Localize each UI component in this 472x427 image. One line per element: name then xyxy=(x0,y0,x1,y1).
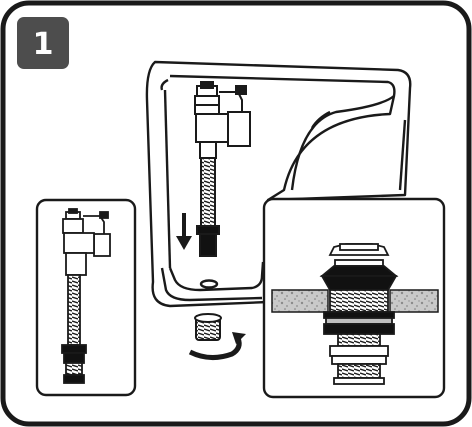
fill-valve-in-tank xyxy=(194,81,251,257)
step-badge: 1 xyxy=(17,17,69,69)
inset-seal-detail xyxy=(262,197,446,399)
step-number: 1 xyxy=(33,27,54,62)
lock-nut xyxy=(194,313,222,341)
rotate-arrow-icon xyxy=(187,332,246,364)
inset-fill-valve xyxy=(35,198,137,397)
down-arrow-icon xyxy=(176,213,192,250)
